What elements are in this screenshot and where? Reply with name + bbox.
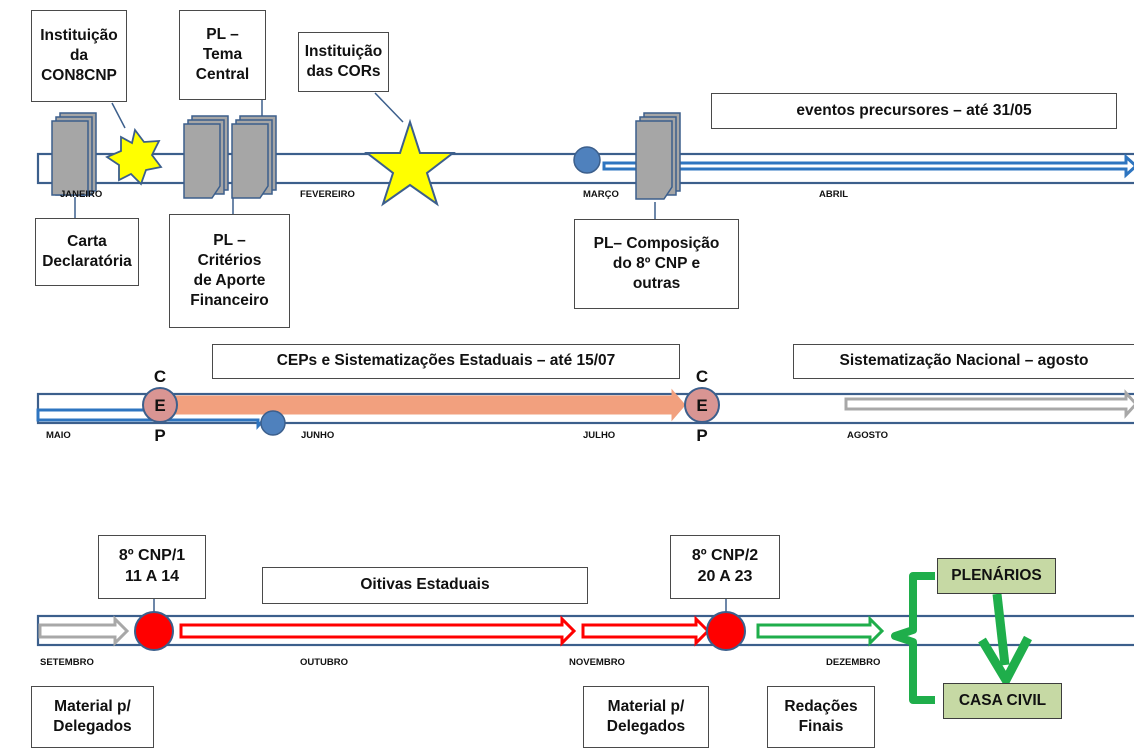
timeline-row3-bar bbox=[36, 614, 1134, 647]
month-label: NOVEMBRO bbox=[569, 657, 625, 668]
box-carta-declaratoria: Carta Declaratória bbox=[35, 218, 139, 286]
box-oitivas: Oitivas Estaduais bbox=[262, 567, 588, 604]
arrow-icon bbox=[978, 593, 1032, 690]
arrow-icon bbox=[169, 388, 686, 422]
box-ceps: CEPs e Sistematizações Estaduais – até 1… bbox=[212, 344, 680, 379]
cnp2-circle bbox=[706, 611, 746, 651]
connector-con8cnp bbox=[111, 102, 126, 129]
cep-letter: C bbox=[695, 367, 709, 386]
cep-circle-left bbox=[142, 387, 178, 423]
month-label: OUTUBRO bbox=[300, 657, 349, 668]
month-label: JUNHO bbox=[301, 430, 335, 441]
cnp1-circle bbox=[134, 611, 174, 651]
box-eventos-precursores: eventos precursores – até 31/05 bbox=[711, 93, 1117, 129]
month-label: MARÇO bbox=[583, 189, 619, 200]
box-plenarios: PLENÁRIOS bbox=[937, 558, 1056, 594]
arrow-icon bbox=[38, 615, 130, 647]
document-stack-icon bbox=[51, 112, 97, 196]
cep-letter: P bbox=[696, 426, 708, 445]
box-pl-composicao: PL– Composição do 8º CNP e outras bbox=[574, 219, 739, 309]
marker-circle-icon bbox=[260, 410, 286, 436]
month-label: SETEMBRO bbox=[40, 657, 94, 668]
box-instituicao-con8cnp: Instituição da CON8CNP bbox=[31, 10, 127, 102]
document-stack-icon bbox=[183, 115, 229, 199]
cep-letter: P bbox=[154, 426, 166, 445]
box-cnp2: 8º CNP/2 20 A 23 bbox=[670, 535, 780, 599]
box-pl-criterios: PL – Critérios de Aporte Financeiro bbox=[169, 214, 290, 328]
month-label: DEZEMBRO bbox=[826, 657, 881, 668]
month-label: MAIO bbox=[46, 430, 71, 441]
star-icon bbox=[364, 118, 456, 207]
arrow-icon bbox=[756, 615, 885, 647]
document-stack-icon bbox=[635, 112, 681, 200]
month-label: JANEIRO bbox=[60, 189, 103, 200]
box-redacoes-finais: Redações Finais bbox=[767, 686, 875, 748]
month-label: AGOSTO bbox=[847, 430, 888, 441]
connector-cors bbox=[374, 92, 404, 123]
box-sistematizacao-nacional: Sistematização Nacional – agosto bbox=[793, 344, 1134, 379]
document-stack-icon bbox=[231, 115, 277, 199]
box-pl-tema-central: PL – Tema Central bbox=[179, 10, 266, 100]
box-cnp1: 8º CNP/1 11 A 14 bbox=[98, 535, 206, 599]
month-label: ABRIL bbox=[819, 189, 849, 200]
arrow-icon bbox=[844, 389, 1134, 419]
box-material-delegados-1: Material p/ Delegados bbox=[31, 686, 154, 748]
cep-letter: C bbox=[153, 367, 167, 386]
month-label: JULHO bbox=[583, 430, 616, 441]
cep-circle-right bbox=[684, 387, 720, 423]
cep-letter: E bbox=[154, 396, 166, 415]
cep-letter: E bbox=[696, 396, 708, 415]
arrow-icon bbox=[581, 615, 711, 647]
box-casa-civil: CASA CIVIL bbox=[943, 683, 1062, 719]
arrow-icon bbox=[179, 615, 577, 647]
arrow-icon bbox=[602, 153, 1134, 179]
month-label: FEVEREIRO bbox=[300, 189, 355, 200]
marker-circle-icon bbox=[573, 146, 601, 174]
box-material-delegados-2: Material p/ Delegados bbox=[583, 686, 709, 748]
box-instituicao-cors: Instituição das CORs bbox=[298, 32, 389, 92]
seven-point-star-icon bbox=[105, 127, 163, 186]
brace-icon bbox=[891, 572, 935, 704]
